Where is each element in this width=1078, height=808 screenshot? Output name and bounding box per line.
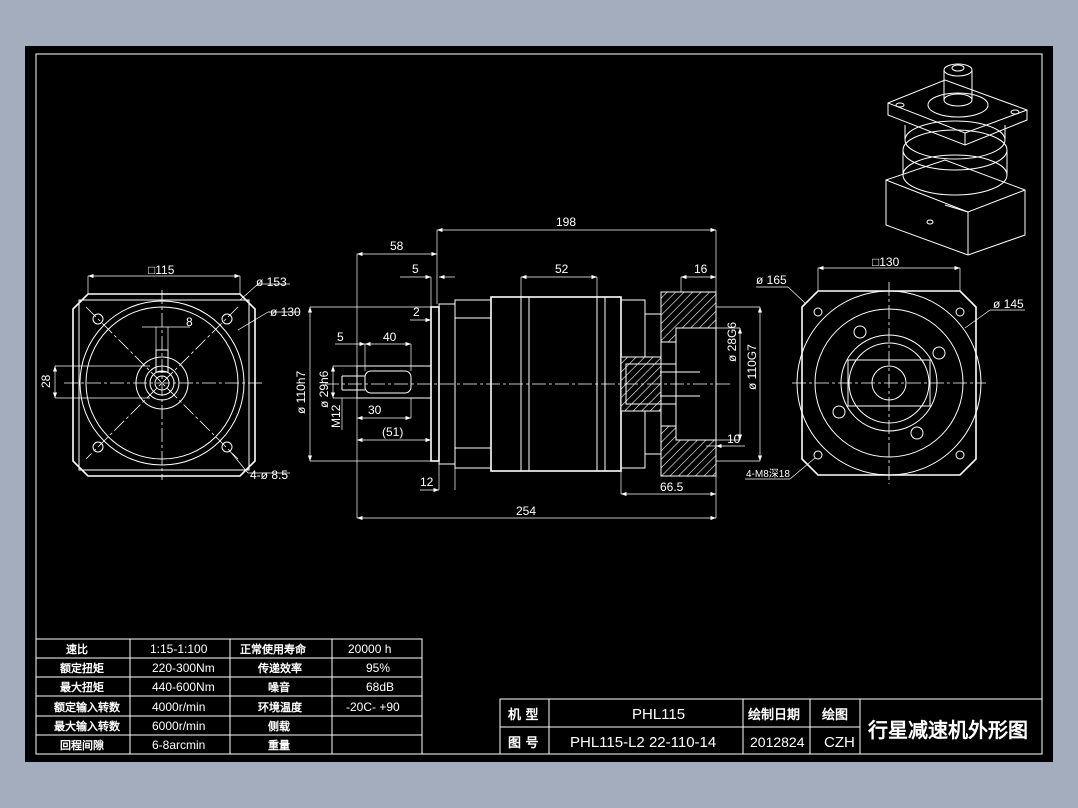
- isometric-view: [885, 63, 1028, 256]
- dim-key-40: 40: [383, 330, 397, 344]
- spec-k2-row-4: 环境温度: [258, 700, 303, 714]
- spec-k1-row-5: 最大输入转数: [54, 719, 121, 733]
- dim-left-holes: 4-ø 8.5: [250, 468, 288, 482]
- dim-height-28: 28: [39, 374, 53, 388]
- spec-k2-row-2: 传递效率: [257, 661, 302, 675]
- dim-flange-58: 58: [390, 239, 404, 253]
- dim-right-square: □130: [872, 255, 900, 269]
- spec-v2-row-1: 20000 h: [348, 642, 391, 656]
- left-end-view: □115 ø 153 ø 130 8 28 4-ø 8.5: [39, 263, 301, 482]
- dim-len-66-5: 66.5: [660, 480, 684, 494]
- dim-thread-m12: M12: [329, 404, 343, 428]
- spec-v2-row-4: -20C- +90: [346, 700, 400, 714]
- spec-k2-row-5: 侧载: [268, 719, 290, 733]
- spec-table: 速比 1:15-1:100 正常使用寿命 20000 h 额定扭矩 220-30…: [35, 638, 423, 755]
- right-end-view: ø 165 □130 ø 145 4-M8深18: [745, 255, 1025, 484]
- dim-left-square: □115: [148, 263, 175, 277]
- title-drawing-no-label: 图 号: [508, 736, 539, 751]
- spec-v2-row-3: 68dB: [366, 680, 394, 694]
- spec-k2-row-1: 正常使用寿命: [240, 642, 307, 656]
- spec-k1-row-2: 额定扭矩: [60, 661, 104, 675]
- spec-v1-row-5: 6000r/min: [152, 719, 205, 733]
- dim-body-52: 52: [555, 262, 569, 276]
- dim-total-254: 254: [516, 504, 536, 518]
- drawing-title: 行星减速机外形图: [867, 718, 1028, 742]
- dim-dia-110g7: ø 110G7: [745, 344, 759, 390]
- title-block: 机 型 PHL115 图 号 PHL115-L2 22-110-14 绘制日期 …: [499, 698, 1043, 755]
- spec-v1-row-3: 440-600Nm: [152, 680, 215, 694]
- spec-v2-row-2: 95%: [366, 661, 390, 675]
- title-drawer-value: CZH: [824, 734, 855, 751]
- dim-key-width-8: 8: [186, 315, 193, 329]
- spec-k2-row-3: 噪音: [268, 680, 290, 694]
- dim-right-dia-145: ø 145: [993, 297, 1024, 311]
- dim-shaft-30: 30: [368, 403, 382, 417]
- dim-flange-16: 16: [694, 262, 708, 276]
- dim-left-dia-130: ø 130: [270, 305, 301, 319]
- dim-dia-29h6: ø 29h6: [317, 370, 331, 408]
- side-view: 198 58 5 52 16 2 5 40 30 (51) ø 110h7 ø …: [294, 215, 763, 521]
- title-date-label: 绘制日期: [748, 707, 800, 723]
- spec-k2-row-6: 重量: [268, 738, 290, 752]
- dim-shoulder-5: 5: [412, 262, 419, 276]
- drawing-sheet: [25, 46, 1053, 762]
- dim-len-12: 12: [420, 475, 434, 489]
- title-model-value: PHL115: [632, 706, 685, 723]
- title-drawing-no-value: PHL115-L2 22-110-14: [570, 734, 716, 751]
- dim-dia-110h7: ø 110h7: [294, 371, 308, 414]
- dim-dia-28g6: ø 28G6: [725, 322, 739, 362]
- spec-k1-row-4: 额定输入转数: [54, 700, 121, 714]
- spec-v1-row-4: 4000r/min: [152, 700, 205, 714]
- title-model-label: 机 型: [508, 707, 539, 723]
- dim-overall-198: 198: [556, 215, 576, 229]
- spec-k1-row-1: 速比: [66, 642, 88, 656]
- spec-v1-row-2: 220-300Nm: [152, 661, 215, 675]
- spec-v1-row-1: 1:15-1:100: [150, 642, 208, 656]
- spec-k1-row-6: 回程间隙: [60, 738, 104, 752]
- title-drawer-label: 绘图: [822, 707, 848, 723]
- dim-width-10: 10: [727, 432, 741, 446]
- dim-shaft-51: (51): [382, 425, 403, 439]
- dim-right-holes: 4-M8深18: [746, 468, 790, 480]
- title-date-value: 2012824: [750, 734, 805, 750]
- spec-k1-row-3: 最大扭矩: [60, 680, 104, 694]
- dim-gap-2: 2: [413, 305, 420, 319]
- dim-left-pcd-153: ø 153: [256, 275, 287, 289]
- dim-key-5: 5: [337, 330, 344, 344]
- spec-v1-row-6: 6-8arcmin: [152, 738, 205, 752]
- dim-right-dia-165: ø 165: [756, 273, 787, 287]
